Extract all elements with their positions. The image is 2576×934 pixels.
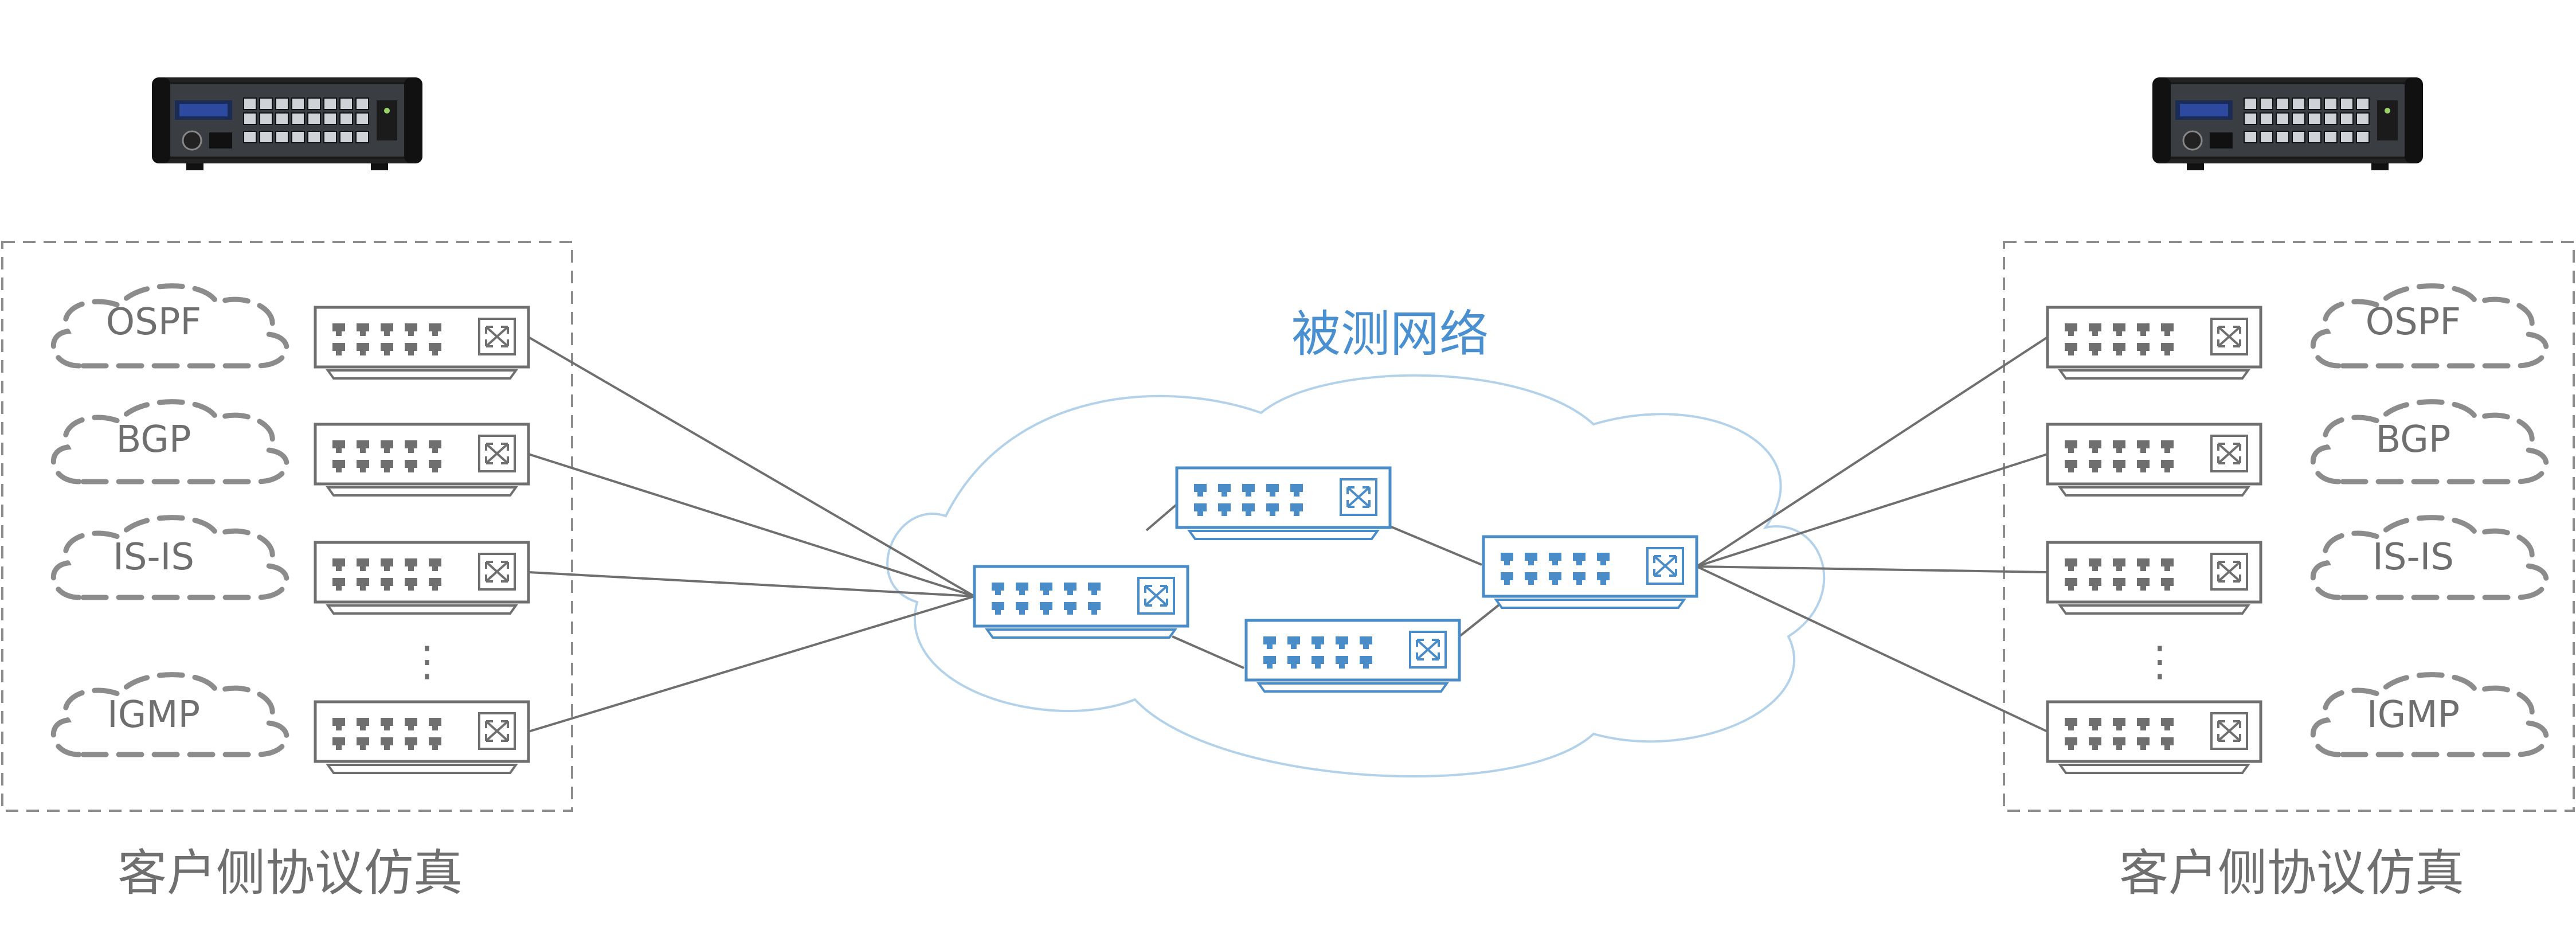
right-panel-caption: 客户侧协议仿真 bbox=[2119, 845, 2464, 902]
left-protocol-label: IS-IS bbox=[113, 536, 194, 579]
network-cloud-outline bbox=[886, 374, 1826, 778]
right-protocol-label: OSPF bbox=[2366, 301, 2461, 343]
left-protocol-label: OSPF bbox=[106, 301, 201, 343]
network-label: 被测网络 bbox=[1291, 306, 1489, 363]
right-switch-4 bbox=[2048, 702, 2261, 773]
left-protocol-label: BGP bbox=[116, 419, 191, 461]
link-left-1 bbox=[527, 336, 976, 597]
right-protocol-label: IGMP bbox=[2367, 694, 2460, 736]
left-switch-4 bbox=[315, 702, 528, 773]
network-under-test: 被测网络 bbox=[886, 306, 1826, 778]
left-switch-2 bbox=[315, 424, 528, 495]
left-panel-caption: 客户侧协议仿真 bbox=[118, 845, 463, 902]
left-switch-1 bbox=[315, 307, 528, 378]
right-protocol-label: IS-IS bbox=[2373, 536, 2454, 579]
right-switch-3 bbox=[2048, 542, 2261, 613]
left-switch-3 bbox=[315, 542, 528, 613]
link-right-3 bbox=[1696, 565, 2048, 573]
right-panel-border bbox=[2003, 241, 2575, 812]
left-emulation-panel: OSPF BGP IS-IS IGMP ⋮ 客户侧协议仿真 bbox=[1, 241, 573, 902]
link-core-3 bbox=[1389, 525, 1482, 566]
link-left-4 bbox=[528, 595, 975, 733]
connections bbox=[527, 336, 2049, 733]
link-right-4 bbox=[1696, 565, 2048, 733]
right-switch-1 bbox=[2048, 307, 2261, 378]
left-panel-border bbox=[1, 241, 573, 812]
test-chassis-right bbox=[2151, 76, 2424, 171]
core-switch-left bbox=[974, 566, 1188, 638]
link-left-2 bbox=[528, 453, 975, 597]
link-right-1 bbox=[1696, 336, 2049, 568]
link-core-2 bbox=[1172, 635, 1244, 669]
right-ellipsis: ⋮ bbox=[2139, 637, 2180, 685]
left-protocol-label: IGMP bbox=[107, 694, 200, 736]
link-core-4 bbox=[1458, 604, 1500, 638]
test-chassis-left bbox=[151, 76, 424, 171]
right-emulation-panel: ⋮ OSPF BGP IS-IS IGMP 客户侧协议仿真 bbox=[2003, 241, 2575, 902]
right-switch-2 bbox=[2048, 424, 2261, 495]
core-switch-top bbox=[1177, 468, 1390, 539]
left-ellipsis: ⋮ bbox=[406, 637, 448, 685]
right-protocol-label: BGP bbox=[2376, 419, 2451, 461]
link-right-2 bbox=[1696, 453, 2048, 568]
link-left-3 bbox=[528, 571, 975, 597]
core-switch-bottom bbox=[1246, 620, 1459, 691]
core-switch-right bbox=[1483, 537, 1697, 608]
